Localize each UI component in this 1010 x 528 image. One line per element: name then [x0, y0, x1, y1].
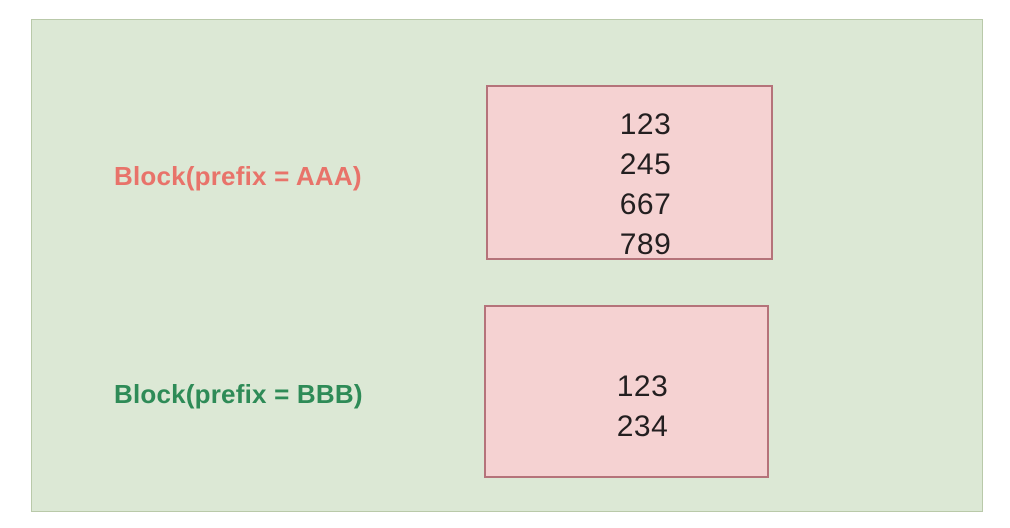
block-box-bbb: 123 234 — [484, 305, 769, 478]
diagram-panel: Block(prefix = AAA) 123 245 667 789 Bloc… — [31, 19, 983, 512]
value-item: 789 — [619, 228, 672, 261]
value-item: 123 — [619, 108, 672, 141]
value-item: 245 — [619, 148, 672, 181]
block-label-bbb: Block(prefix = BBB) — [114, 379, 363, 409]
value-item: 667 — [619, 188, 672, 221]
value-list-aaa: 123 245 667 789 — [488, 105, 771, 265]
block-box-aaa: 123 245 667 789 — [486, 85, 773, 261]
value-item: 123 — [616, 370, 669, 403]
value-item: 234 — [616, 410, 669, 443]
block-label-aaa: Block(prefix = AAA) — [114, 161, 362, 191]
value-list-bbb: 123 234 — [486, 367, 767, 447]
